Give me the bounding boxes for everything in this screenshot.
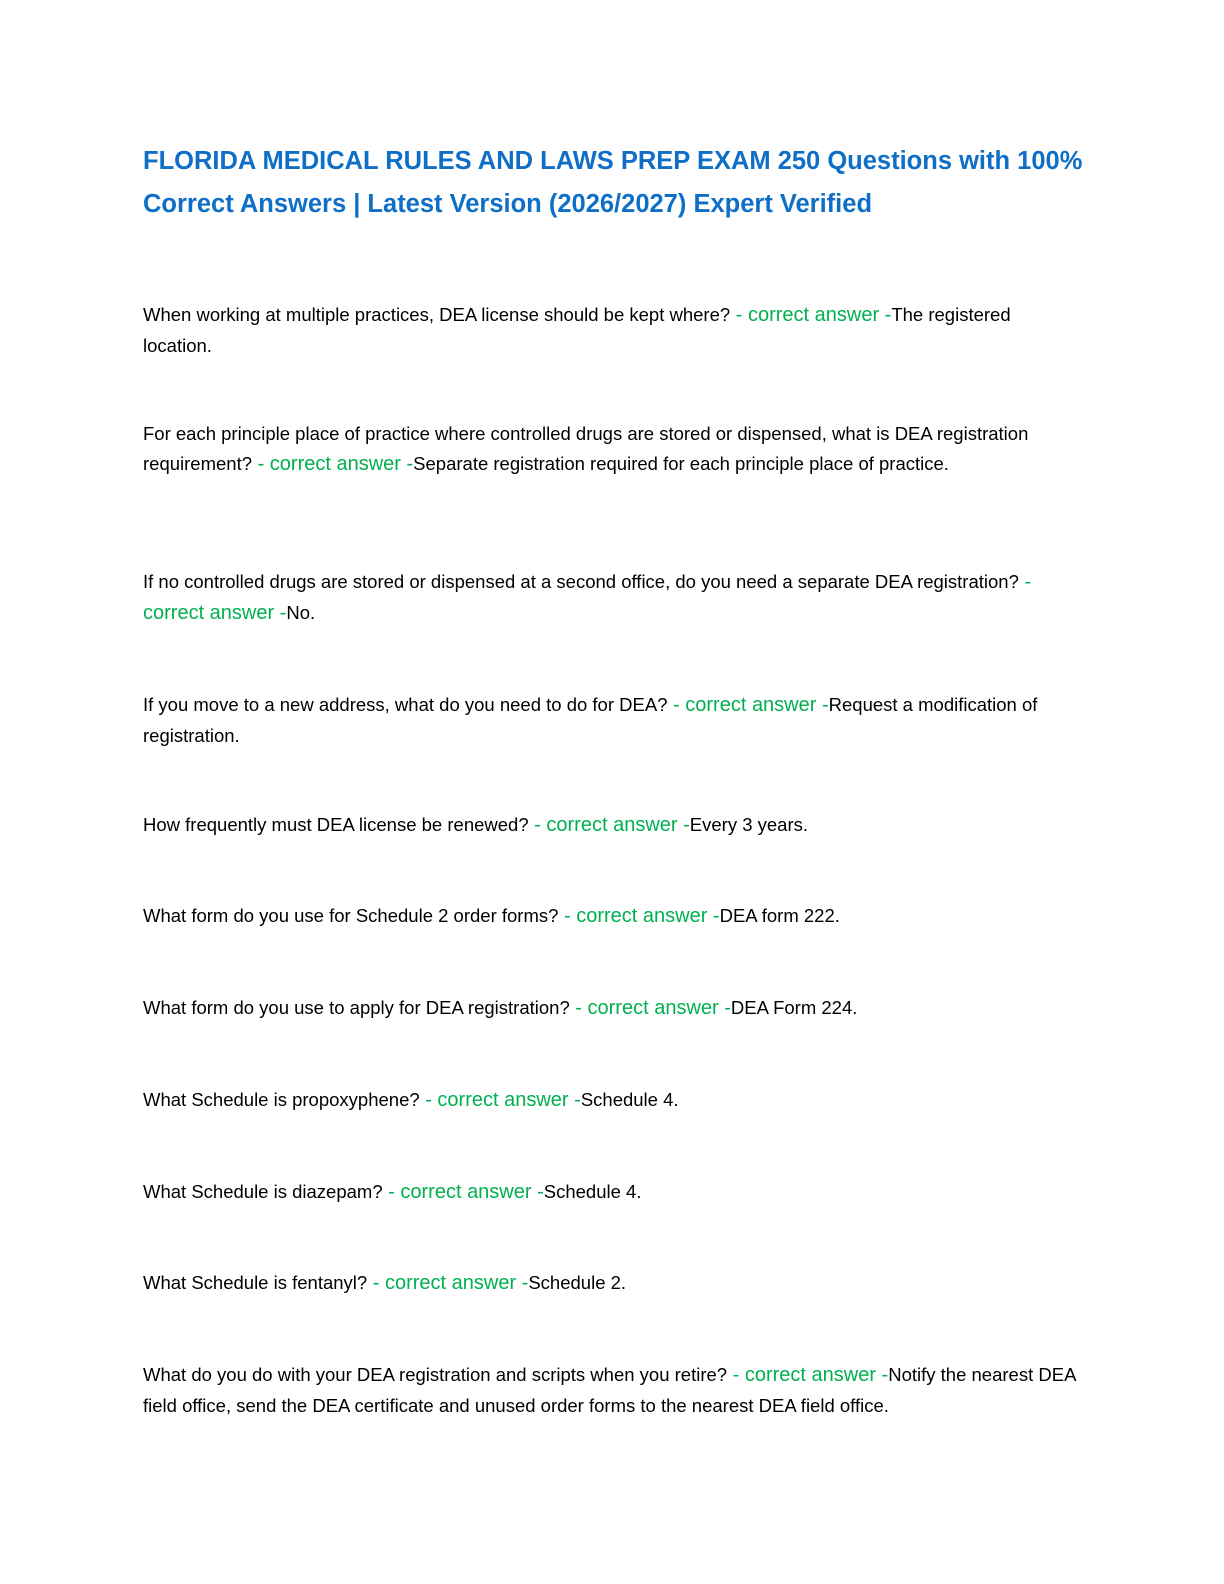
qa-item-3: If no controlled drugs are stored or dis… <box>143 567 1083 628</box>
question-text: When working at multiple practices, DEA … <box>143 304 731 325</box>
answer-text: DEA Form 224. <box>730 997 858 1018</box>
question-text: What do you do with your DEA registratio… <box>143 1364 728 1385</box>
correct-answer-separator: - correct answer - <box>252 452 414 475</box>
answer-text: The registered location. <box>143 304 1011 356</box>
correct-answer-separator: - correct answer - <box>569 997 731 1019</box>
answer-text: Schedule 2. <box>528 1272 627 1293</box>
answer-text: Notify the nearest DEA field office, sen… <box>143 1364 1076 1416</box>
correct-answer-separator: - correct answer - <box>730 304 892 326</box>
question-text: How frequently must DEA license be renew… <box>143 814 529 835</box>
answer-text: Every 3 years. <box>689 814 809 835</box>
question-text: If no controlled drugs are stored or dis… <box>143 571 1019 592</box>
qa-item-6: What form do you use for Schedule 2 orde… <box>143 901 1083 932</box>
qa-item-7: What form do you use to apply for DEA re… <box>143 993 1083 1024</box>
document-title: FLORIDA MEDICAL RULES AND LAWS PREP EXAM… <box>143 147 1083 218</box>
correct-answer-separator: - correct answer - <box>667 694 829 716</box>
answer-text: Request a modification of registration. <box>143 694 1038 746</box>
correct-answer-separator: - correct answer - <box>367 1272 529 1294</box>
correct-answer-separator: - correct answer - <box>528 814 690 836</box>
answer-text: Separate registration required for each … <box>413 452 949 474</box>
question-text: What Schedule is diazepam? <box>143 1181 383 1202</box>
qa-item-8: What Schedule is propoxyphene? - correct… <box>143 1085 1083 1116</box>
answer-text: Schedule 4. <box>543 1181 642 1202</box>
correct-answer-separator: - correct answer - <box>419 1089 581 1111</box>
qa-item-11: What do you do with your DEA registratio… <box>143 1360 1083 1420</box>
correct-answer-separator: - correct answer - <box>727 1364 889 1386</box>
question-text: For each principle place of practice whe… <box>143 423 1029 474</box>
answer-text: No. <box>286 601 316 623</box>
question-text: What form do you use to apply for DEA re… <box>143 997 570 1018</box>
qa-item-1: When working at multiple practices, DEA … <box>143 300 1083 360</box>
qa-item-9: What Schedule is diazepam? - correct ans… <box>143 1177 1083 1208</box>
answer-text: DEA form 222. <box>719 905 840 926</box>
correct-answer-separator: - correct answer - <box>382 1181 544 1203</box>
question-text: What Schedule is propoxyphene? <box>143 1089 420 1110</box>
question-text: What form do you use for Schedule 2 orde… <box>143 905 559 926</box>
qa-item-10: What Schedule is fentanyl? - correct ans… <box>143 1268 1083 1299</box>
qa-item-5: How frequently must DEA license be renew… <box>143 810 1083 841</box>
question-text: What Schedule is fentanyl? <box>143 1272 368 1293</box>
qa-item-4: If you move to a new address, what do yo… <box>143 690 1083 750</box>
correct-answer-separator: - correct answer - <box>143 571 1032 624</box>
correct-answer-separator: - correct answer - <box>558 905 720 927</box>
answer-text: Schedule 4. <box>580 1089 679 1110</box>
question-text: If you move to a new address, what do yo… <box>143 694 668 715</box>
document-header: FLORIDA MEDICAL RULES AND LAWS PREP EXAM… <box>143 140 1083 226</box>
qa-item-2: For each principle place of practice whe… <box>143 419 1083 479</box>
